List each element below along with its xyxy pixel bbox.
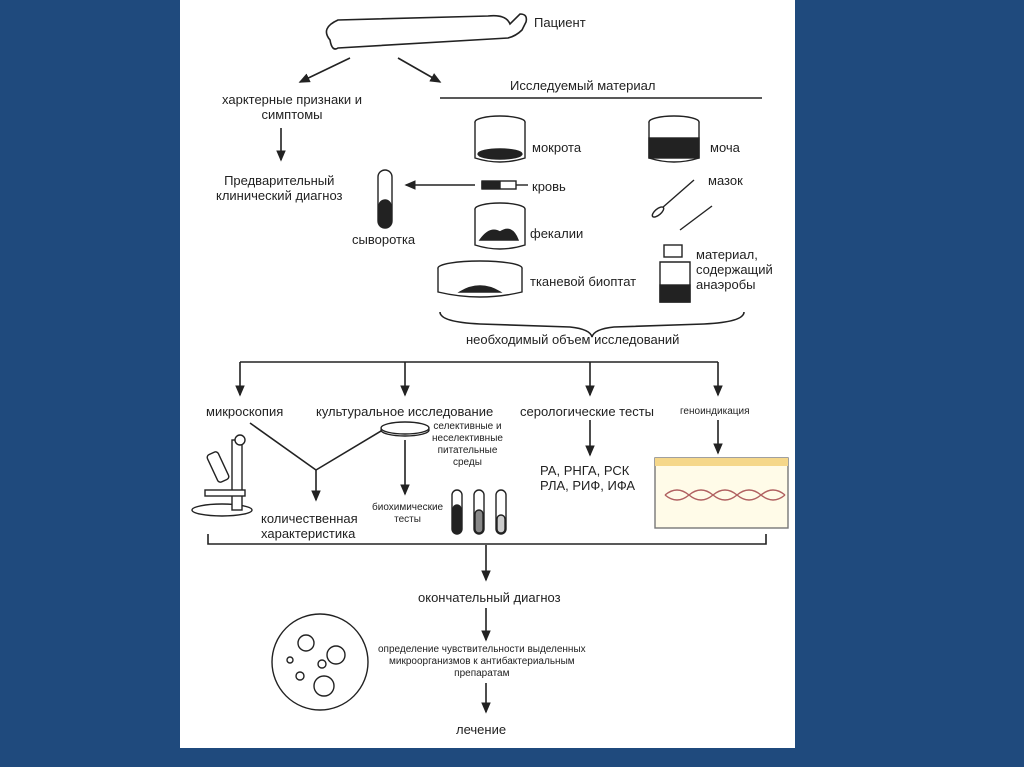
label-urine: моча	[710, 140, 740, 155]
label-feces: фекалии	[530, 226, 584, 241]
label-smear: мазок	[708, 173, 743, 188]
label-volume: необходимый объем исследований	[466, 332, 680, 347]
label-treatment: лечение	[456, 722, 507, 737]
feces-jar-icon	[474, 202, 526, 250]
swab-icon	[651, 179, 713, 231]
urine-jar-icon	[648, 115, 700, 163]
label-culture: культуральное исследование	[316, 404, 494, 419]
label-media: селективные и неселективные питательные …	[432, 421, 503, 468]
label-microscopy: микроскопия	[206, 404, 284, 419]
patient-icon	[325, 13, 528, 50]
biochem-tubes-icon	[451, 489, 507, 535]
anaerobe-bottle-icon	[659, 244, 691, 303]
plate-colonies-icon	[271, 613, 369, 711]
label-serum: сыворотка	[352, 232, 416, 247]
label-sputum: мокрота	[532, 140, 582, 155]
label-blood: кровь	[532, 179, 566, 194]
label-patient: Пациент	[534, 15, 586, 30]
label-serology-tests: РА, РНГА, РСК РЛА, РИФ, ИФА	[540, 463, 636, 493]
label-biochem: биохимические тесты	[372, 502, 444, 525]
serum-tube-icon	[377, 169, 393, 229]
sputum-jar-icon	[474, 115, 526, 163]
label-sensitivity: определение чувствительности выделенных …	[378, 644, 586, 679]
brace	[439, 311, 745, 338]
biopsy-dish-icon	[437, 260, 523, 298]
label-biopsy: тканевой биоптат	[530, 274, 637, 289]
petri-dish-icon	[380, 421, 430, 437]
syringe-icon	[481, 180, 528, 190]
dna-screen-icon	[654, 457, 789, 529]
microscope-icon	[191, 434, 253, 517]
label-material: Исследуемый материал	[510, 78, 656, 93]
label-prelim-diagnosis: Предварительный клинический диагноз	[216, 173, 343, 203]
label-final-diagnosis: окончательный диагноз	[418, 590, 561, 605]
label-anaerobes: материал, содержащий анаэробы	[696, 247, 773, 292]
label-quant: количественная характеристика	[261, 511, 358, 541]
label-symptoms: харктерные признаки и симптомы	[222, 92, 363, 122]
label-serology: серологические тесты	[520, 404, 654, 419]
label-geno: геноиндикация	[680, 406, 750, 417]
